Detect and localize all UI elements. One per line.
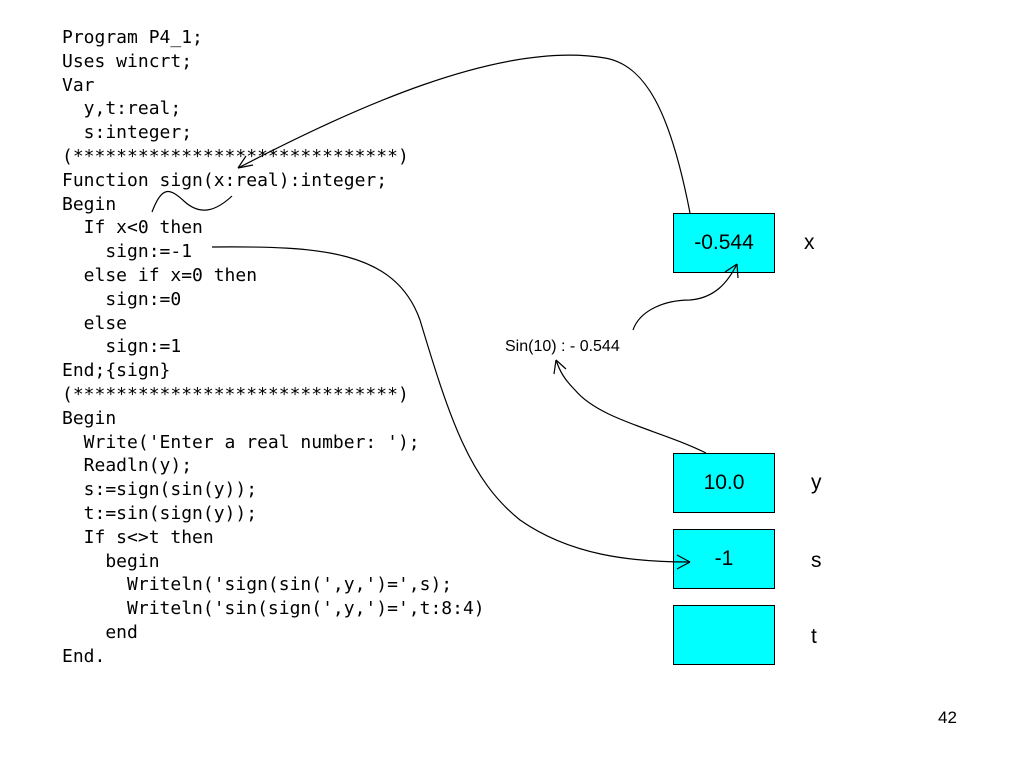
code-line: Uses wincrt; [62,50,193,72]
code-line: (******************************) [62,383,409,405]
code-line: Begin [62,407,117,429]
code-line: Writeln('sign(sin(',y,')=',s); [62,574,453,596]
arrow-y-to-sin [555,359,707,454]
arrowhead-sin-to-x [724,263,739,279]
code-line: y,t:real; [62,98,182,120]
variable-label-t: t [811,625,817,648]
code-line: Write('Enter a real number: '); [62,431,420,453]
variable-label-x: x [804,231,815,254]
arrow-result-to-s [211,246,691,563]
page-number: 42 [938,708,957,727]
variable-box-x: -0.544 [673,213,775,273]
sin-annotation: Sin(10) : - 0.544 [505,338,620,355]
arrowhead-y-to-sin [553,359,567,375]
arrowhead-result-to-s [676,554,691,570]
code-line: End;{sign} [62,360,171,382]
variable-label-y: y [811,471,822,494]
code-line: else if x=0 then [62,264,258,286]
arrowhead-x-to-param [237,155,254,169]
code-line: t:=sin(sign(y)); [62,502,258,524]
variable-value-x: -0.544 [694,231,754,254]
code-line: End. [62,645,106,667]
code-line: Begin [62,193,117,215]
code-line: s:integer; [62,122,193,144]
arrow-sin-to-x [632,263,738,331]
variable-box-t [673,605,775,665]
arrow-x-to-param [237,54,691,214]
code-line: sign:=1 [62,336,182,358]
code-line: Writeln('sin(sign(',y,')=',t:8:4) [62,598,485,620]
code-line: Program P4_1; [62,27,203,48]
code-line: begin [62,550,160,572]
variable-value-y: 10.0 [703,471,745,494]
code-line: (******************************) [62,145,409,167]
variable-box-y: 10.0 [673,453,775,513]
code-line: s:=sign(sin(y)); [62,479,258,501]
code-line: sign:=-1 [62,241,193,263]
code-line: Var [62,74,95,96]
code-line: else [62,312,128,334]
code-line: Function sign(x:real):integer; [62,169,388,191]
code-line: If x<0 then [62,217,203,239]
variable-label-s: s [811,549,822,572]
variable-box-s: -1 [673,529,775,589]
code-line: end [62,621,138,643]
code-listing: Program P4_1;Uses wincrt;Var y,t:real; s… [62,26,485,669]
squiggle-param-link [151,191,233,213]
code-line: sign:=0 [62,288,182,310]
variable-value-s: -1 [714,547,734,570]
code-line: Readln(y); [62,455,193,477]
code-line: If s<>t then [62,526,214,548]
